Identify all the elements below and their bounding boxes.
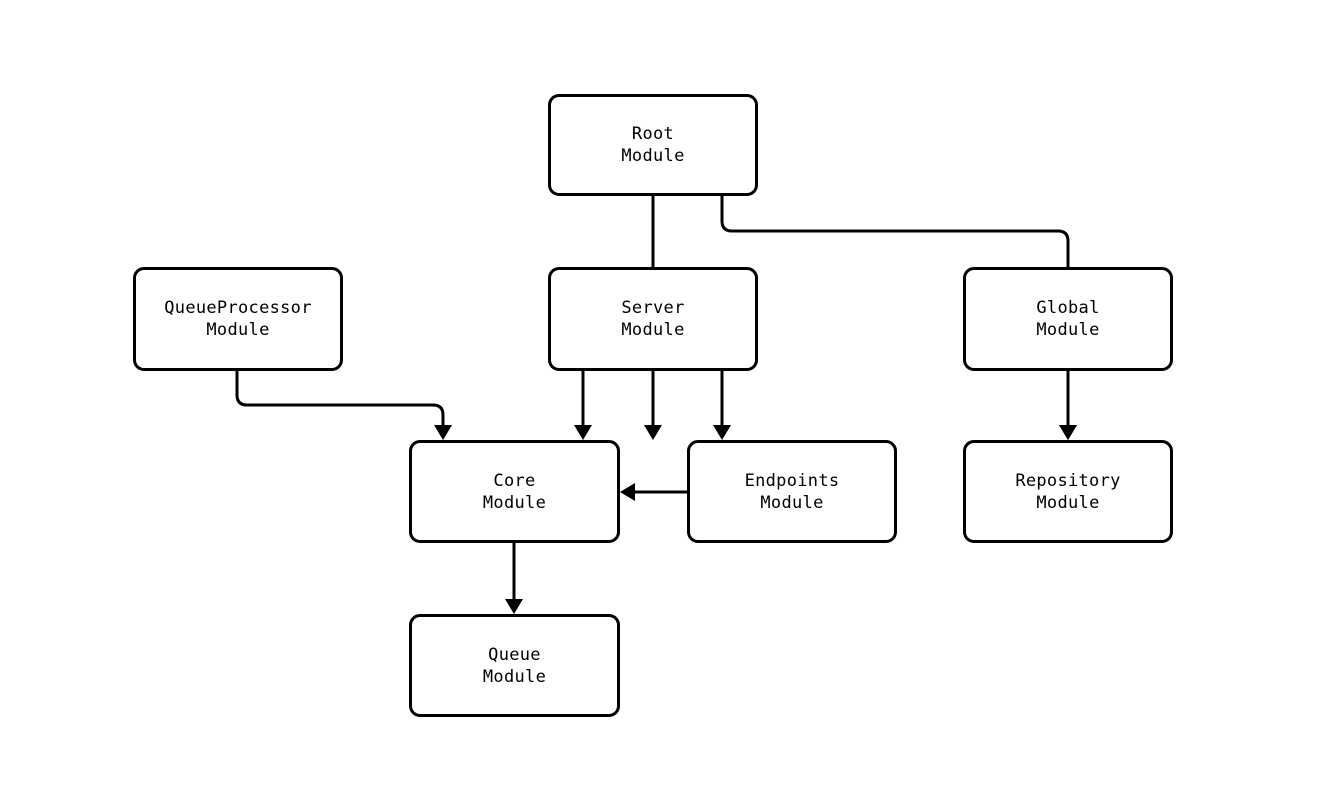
node-global-line1: Global <box>1036 298 1100 318</box>
node-root-line1: Root <box>631 124 675 144</box>
node-server-line1: Server <box>621 298 685 318</box>
arrowhead <box>644 425 662 440</box>
edge-server-to-endpoints <box>713 371 731 440</box>
edge-endpoints-to-core <box>620 483 687 501</box>
node-endpoints-line1: Endpoints <box>744 470 840 491</box>
arrowhead <box>574 425 592 440</box>
node-server-line2: Module <box>621 320 685 340</box>
arrowhead <box>1059 425 1077 440</box>
node-repository[interactable]: Repository Module <box>963 440 1173 543</box>
arrowhead <box>713 425 731 440</box>
arrowhead <box>505 599 523 614</box>
edge-global-to-repository <box>1059 371 1077 440</box>
arrowhead <box>1059 425 1077 440</box>
node-queue[interactable]: Queue Module <box>409 614 620 717</box>
node-root-line2: Module <box>621 146 685 166</box>
node-repository-line2: Module <box>1036 492 1100 513</box>
node-core-line2: Module <box>482 492 547 513</box>
arrowhead <box>620 483 635 501</box>
node-endpoints-line2: Module <box>760 492 824 513</box>
node-queue-line2: Module <box>482 666 547 687</box>
node-core[interactable]: Core Module <box>409 440 620 543</box>
edge-queueprocessor-to-core <box>235 371 452 440</box>
node-queue-line1: Queue <box>488 644 541 665</box>
edge-core-to-queue <box>505 543 523 614</box>
edge-server-to-core <box>574 371 592 440</box>
node-queueprocessor[interactable]: QueueProcessor Module <box>133 267 343 371</box>
node-queueprocessor-line1: QueueProcessor <box>164 298 312 318</box>
node-global[interactable]: Global Module <box>963 267 1173 371</box>
node-repository-line1: Repository <box>1015 470 1121 491</box>
node-queueprocessor-line2: Module <box>206 320 270 340</box>
arrowhead <box>434 425 452 440</box>
node-server[interactable]: Server Module <box>548 267 758 371</box>
node-core-line1: Core <box>493 470 536 491</box>
node-global-line2: Module <box>1036 320 1100 340</box>
node-root[interactable]: Root Module <box>548 94 758 196</box>
node-endpoints[interactable]: Endpoints Module <box>687 440 897 543</box>
